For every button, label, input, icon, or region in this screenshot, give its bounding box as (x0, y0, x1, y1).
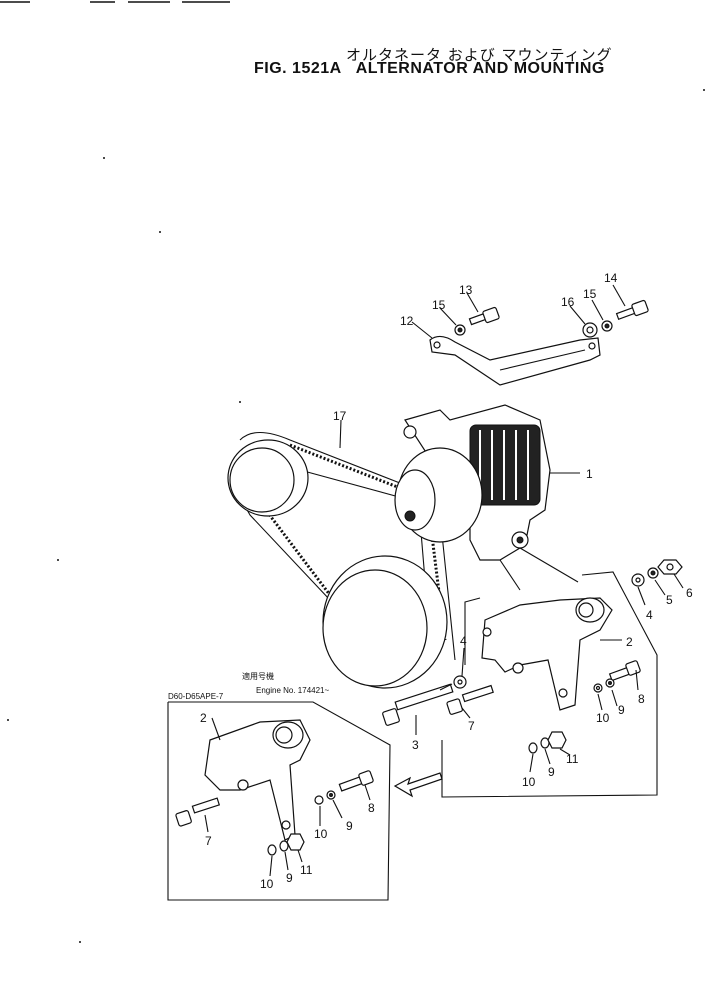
applicability-note: 適用号機 D60-D65APE-7 Engine No. 174421~ (168, 671, 330, 701)
applicability-label: 適用号機 (242, 671, 274, 681)
hardware-main-lower (528, 731, 567, 754)
bolt-long (382, 683, 454, 726)
figure-number: FIG. 1521A (254, 60, 342, 77)
callout-12: 12 (400, 314, 414, 328)
adjusting-plate (429, 335, 601, 386)
callout-5: 5 (666, 593, 673, 607)
callout-10-main-a: 10 (596, 711, 610, 725)
adjust-plate-hardware (454, 299, 649, 338)
crank-pulley (322, 555, 448, 689)
callout-10-main-b: 10 (522, 775, 536, 789)
bolt-7-main (446, 684, 494, 715)
callout-11-main: 11 (566, 752, 579, 766)
callout-2-inset: 2 (200, 711, 207, 725)
callout-13: 13 (459, 283, 473, 297)
callout-4-upper: 4 (646, 608, 653, 622)
leader-lines (204, 284, 684, 877)
callout-3: 3 (412, 738, 419, 752)
callout-4-lower: 4 (460, 634, 467, 648)
scan-artifacts (0, 1, 705, 943)
callout-6: 6 (686, 586, 693, 600)
callout-9-inset-a: 9 (346, 819, 353, 833)
applicability-engine: Engine No. 174421~ (256, 686, 330, 695)
inset-hardware (175, 770, 374, 856)
reference-arrow (393, 772, 443, 798)
bolt-14 (615, 299, 649, 321)
callout-17: 17 (333, 409, 347, 423)
bracket-group-frame (441, 571, 658, 798)
bracket-inset (204, 719, 311, 841)
callout-1: 1 (586, 467, 593, 481)
callout-2-main: 2 (626, 635, 633, 649)
bolt-8-main (593, 660, 641, 693)
callout-7-main: 7 (468, 719, 475, 733)
callout-9-main-b: 9 (548, 765, 555, 779)
callout-9-main-a: 9 (618, 703, 625, 717)
bolt-13 (468, 306, 500, 326)
callout-14: 14 (604, 271, 618, 285)
figure-title-japanese: オルタネータ および マウンティング (346, 46, 613, 64)
callout-8-main: 8 (638, 692, 645, 706)
applicability-models: D60-D65APE-7 (168, 692, 224, 701)
inset-frame (167, 701, 391, 901)
figure-title: FIG. 1521A ALTERNATOR AND MOUNTING (254, 60, 619, 78)
upper-pulley (227, 439, 309, 517)
callout-numbers: 1 2 2 3 4 4 5 6 7 7 8 8 9 9 9 9 10 10 10… (200, 271, 693, 891)
callout-8-inset: 8 (368, 801, 375, 815)
callout-11-inset: 11 (300, 863, 313, 877)
bracket-main (481, 597, 613, 711)
figure-caption: ALTERNATOR AND MOUNTING (355, 60, 605, 77)
callout-10-inset-b: 10 (260, 877, 274, 891)
pivot-hardware (453, 559, 683, 689)
callout-10-inset-a: 10 (314, 827, 328, 841)
callout-16: 16 (561, 295, 575, 309)
callout-7-inset: 7 (205, 834, 212, 848)
alternator (394, 404, 551, 561)
callout-9-inset-b: 9 (286, 871, 293, 885)
callout-15-a: 15 (432, 298, 446, 312)
callout-15-b: 15 (583, 287, 597, 301)
